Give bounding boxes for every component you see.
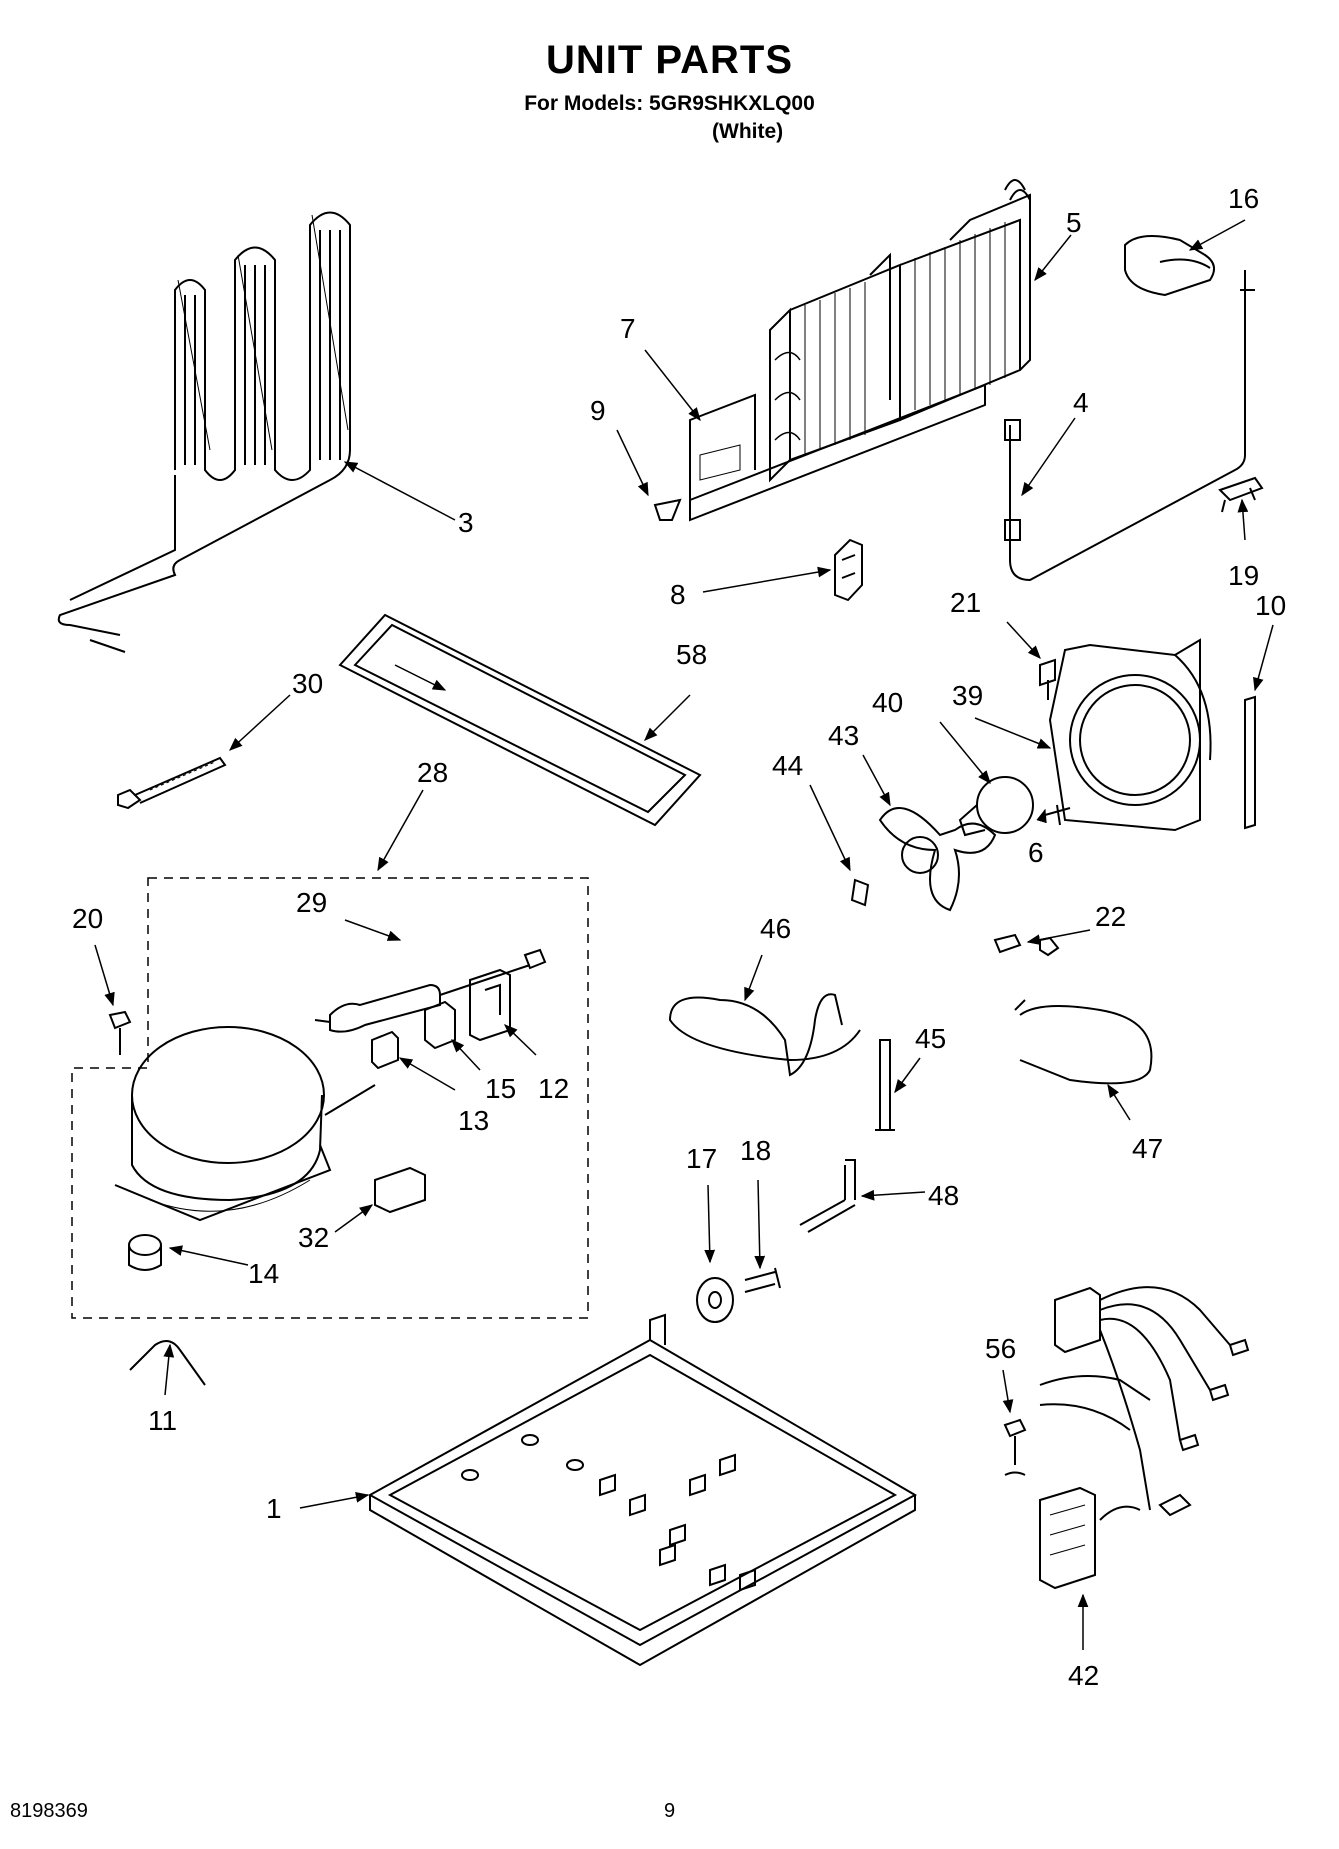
heater-wire-part <box>1004 270 1255 582</box>
drain-pan-part <box>338 613 702 827</box>
callout-48: 48 <box>928 1180 959 1211</box>
cover-part <box>1124 235 1215 297</box>
grommet-part <box>128 1234 162 1256</box>
callout-44: 44 <box>772 750 803 781</box>
callout-7: 7 <box>620 313 636 344</box>
callout-56: 56 <box>985 1333 1016 1364</box>
callout-32: 32 <box>298 1222 329 1253</box>
callout-19: 19 <box>1228 560 1259 591</box>
terminal-connector-part <box>371 1030 399 1070</box>
callout-21: 21 <box>950 587 981 618</box>
callout-47: 47 <box>1132 1133 1163 1164</box>
callout-28: 28 <box>417 757 448 788</box>
callout-8: 8 <box>670 579 686 610</box>
screw-part-20 <box>108 1010 132 1055</box>
condenser-coil-part <box>57 211 351 653</box>
callout-22: 22 <box>1095 901 1126 932</box>
callout-5: 5 <box>1066 207 1082 238</box>
wiring-harness-part <box>1039 1286 1250 1590</box>
callout-17: 17 <box>686 1143 717 1174</box>
callout-29: 29 <box>296 887 327 918</box>
callout-4: 4 <box>1073 387 1089 418</box>
callout-numbers: 3 5 16 7 9 4 19 8 21 10 58 30 39 40 43 4… <box>72 183 1286 1691</box>
evaporator-part <box>653 179 1031 522</box>
callout-43: 43 <box>828 720 859 751</box>
callout-3: 3 <box>458 507 474 538</box>
wire-tie-part <box>117 756 227 810</box>
elbow-tube-part <box>799 1159 856 1233</box>
models-line: For Models: 5GR9SHKXLQ00 <box>524 92 815 115</box>
compressor-part <box>114 1026 376 1222</box>
page-number: 9 <box>664 1800 676 1822</box>
document-number: 8198369 <box>10 1800 88 1822</box>
callout-14: 14 <box>248 1258 279 1289</box>
fan-assembly-part <box>850 638 1212 957</box>
callout-39: 39 <box>952 680 983 711</box>
callout-42: 42 <box>1068 1660 1099 1691</box>
screw-part-56 <box>1003 1418 1027 1476</box>
grommet-body <box>128 1245 162 1271</box>
capillary-tube-part <box>1014 999 1153 1085</box>
callout-30: 30 <box>292 668 323 699</box>
overload-part <box>424 1000 456 1050</box>
callout-18: 18 <box>740 1135 771 1166</box>
color-line: (White) <box>712 120 784 143</box>
bracket-part <box>834 538 863 602</box>
callout-12: 12 <box>538 1073 569 1104</box>
callout-13: 13 <box>458 1105 489 1136</box>
axle-part <box>744 1267 781 1293</box>
page-title: UNIT PARTS <box>545 38 794 82</box>
tubing-part <box>668 993 861 1077</box>
callout-16: 16 <box>1228 183 1259 214</box>
callout-20: 20 <box>72 903 103 934</box>
relay-part <box>469 968 511 1042</box>
callout-40: 40 <box>872 687 903 718</box>
spring-clip-part <box>129 1340 206 1386</box>
leader-lines <box>94 219 1274 1650</box>
callout-6: 6 <box>1028 837 1044 868</box>
callout-15: 15 <box>485 1073 516 1104</box>
compressor-kit-box <box>71 877 589 1319</box>
callout-10: 10 <box>1255 590 1286 621</box>
callout-58: 58 <box>676 639 707 670</box>
base-frame-part <box>367 1313 918 1667</box>
callout-46: 46 <box>760 913 791 944</box>
callout-1: 1 <box>266 1493 282 1524</box>
callout-11: 11 <box>148 1405 177 1436</box>
roller-hub <box>708 1291 722 1309</box>
capacitor-part <box>374 1166 426 1214</box>
clip-part <box>1218 476 1264 513</box>
callout-45: 45 <box>915 1023 946 1054</box>
gasket-strip-part <box>1244 695 1256 830</box>
dryer-part <box>314 948 547 1033</box>
roller-part <box>696 1277 734 1323</box>
pin-part <box>875 1039 895 1131</box>
clip-part-22 <box>993 933 1022 954</box>
callout-9: 9 <box>590 395 606 426</box>
